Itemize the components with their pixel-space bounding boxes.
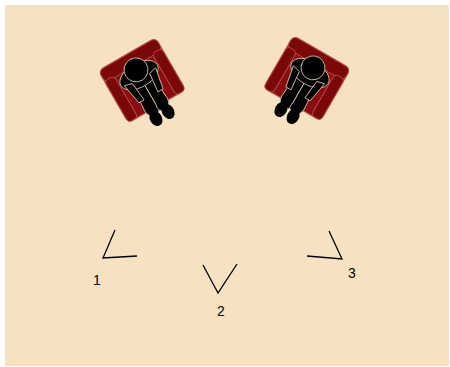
seated-person bbox=[98, 38, 194, 139]
callout-number: 1 bbox=[93, 273, 101, 287]
camera-angle bbox=[103, 230, 137, 258]
camera-angle bbox=[203, 264, 237, 293]
floor bbox=[5, 5, 449, 366]
callout-number: 3 bbox=[348, 266, 356, 280]
callout-number: 2 bbox=[217, 304, 225, 318]
camera-angle bbox=[307, 231, 342, 259]
seated-person bbox=[254, 36, 350, 137]
